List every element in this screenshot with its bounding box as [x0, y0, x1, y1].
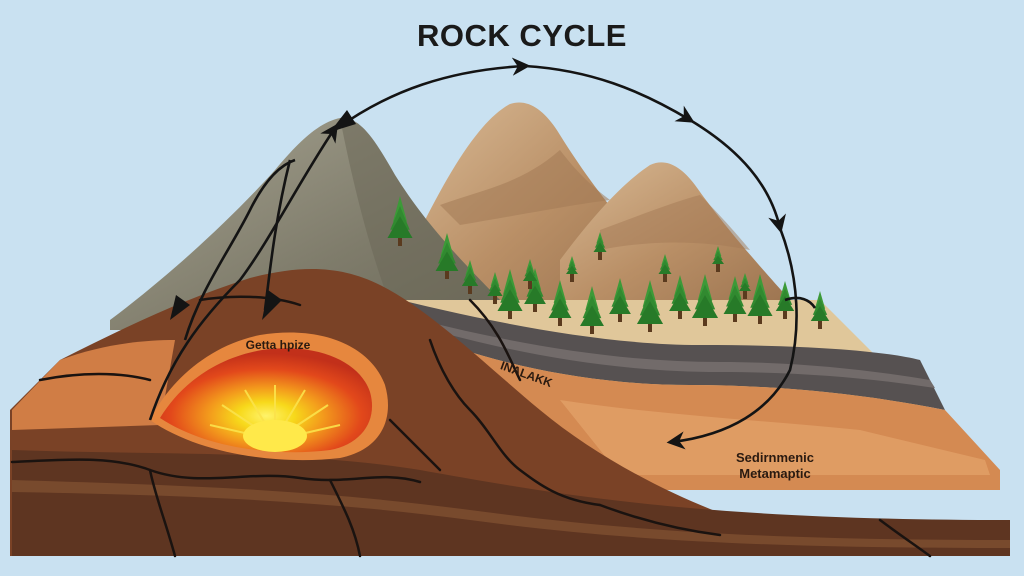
pine-tree-icon	[522, 259, 538, 289]
arrow-top-left	[334, 57, 531, 132]
arrow-left-vein-2	[263, 159, 292, 311]
pine-tree-icon	[580, 286, 604, 334]
diagram-title: ROCK CYCLE	[417, 18, 627, 53]
arrow-left-vein	[183, 158, 296, 341]
arrow-right-down	[689, 118, 786, 234]
pine-tree-icon	[712, 246, 724, 272]
orange-layer-right-light	[560, 400, 990, 475]
pine-tree-icon	[810, 291, 830, 329]
arrowhead-icon	[170, 110, 356, 320]
magma-core	[243, 420, 307, 452]
pine-tree-icon	[593, 232, 607, 260]
pine-tree-icon	[739, 273, 751, 299]
arrow-right-branch	[784, 296, 817, 309]
tan-mountain-back-band	[440, 150, 610, 225]
pine-tree-icon	[658, 254, 672, 282]
tan-mountain-front-band	[600, 195, 750, 250]
pine-tree-icon	[548, 280, 572, 326]
pine-tree-icon	[691, 274, 719, 326]
pine-tree-icon	[387, 196, 413, 246]
pine-tree-icon	[497, 269, 523, 319]
arrow-top-right	[524, 64, 695, 123]
pine-tree-icon	[636, 280, 664, 332]
cycle-arrows	[148, 57, 817, 450]
pine-tree-icon	[669, 275, 691, 319]
pine-tree-icon	[723, 276, 747, 322]
forest	[387, 196, 830, 334]
pine-tree-icon	[435, 233, 459, 279]
gray-rock-layer-light	[420, 320, 935, 388]
rock-cracks	[10, 295, 932, 558]
arrow-left-up	[148, 123, 339, 421]
arrow-right-lower	[666, 227, 798, 450]
lower-soil-stripe	[12, 480, 1010, 548]
pine-tree-icon	[775, 281, 795, 319]
pine-tree-icon	[747, 274, 773, 324]
pine-tree-icon	[461, 260, 479, 294]
pine-tree-icon	[566, 256, 578, 282]
pine-tree-icon	[609, 278, 631, 322]
orange-layer-left	[12, 340, 175, 430]
layer-right-label-2: Metamaptic	[739, 466, 811, 481]
magma-chamber-label: Getta hpize	[246, 338, 311, 352]
gray-rock-layer	[380, 295, 945, 410]
layer-right-label-1: Sedirnmenic	[736, 450, 814, 465]
gray-mountain-shadow	[340, 117, 520, 330]
pine-tree-icon	[487, 272, 503, 304]
